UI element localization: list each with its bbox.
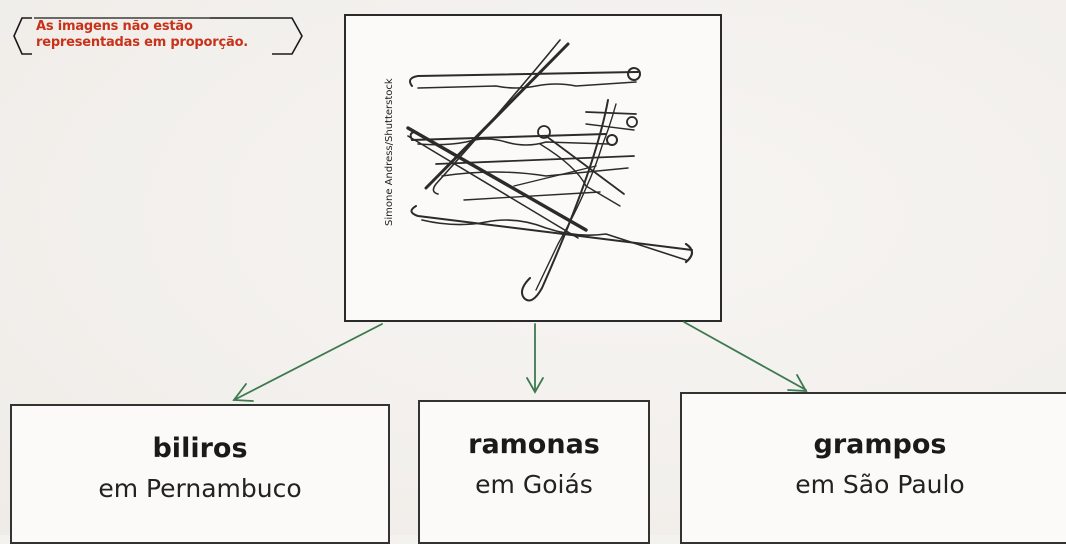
arrow-to-ramonas [526,323,544,394]
scale-note: As imagens não estão representadas em pr… [10,14,306,58]
scale-note-line-1: As imagens não estão [36,19,193,34]
scale-note-line-2: representadas em proporção. [36,35,249,50]
scale-note-brackets [13,17,303,55]
term-grampos: grampos [813,429,947,460]
place-goias: em Goiás [475,470,593,499]
term-ramonas: ramonas [468,429,600,460]
arrow-to-biliros [232,323,383,402]
place-pernambuco: em Pernambuco [98,474,302,503]
place-sao-paulo: em São Paulo [795,470,965,499]
arrow-to-grampos [683,321,808,392]
bobby-pins-icon [406,39,694,302]
term-box-goias: ramonas em Goiás [418,400,650,544]
bobby-pins-photo: Simone Andress/Shutterstock [344,14,722,322]
term-biliros: biliros [152,433,248,464]
term-box-pernambuco: biliros em Pernambuco [10,404,390,544]
term-box-sao-paulo: grampos em São Paulo [680,392,1066,544]
